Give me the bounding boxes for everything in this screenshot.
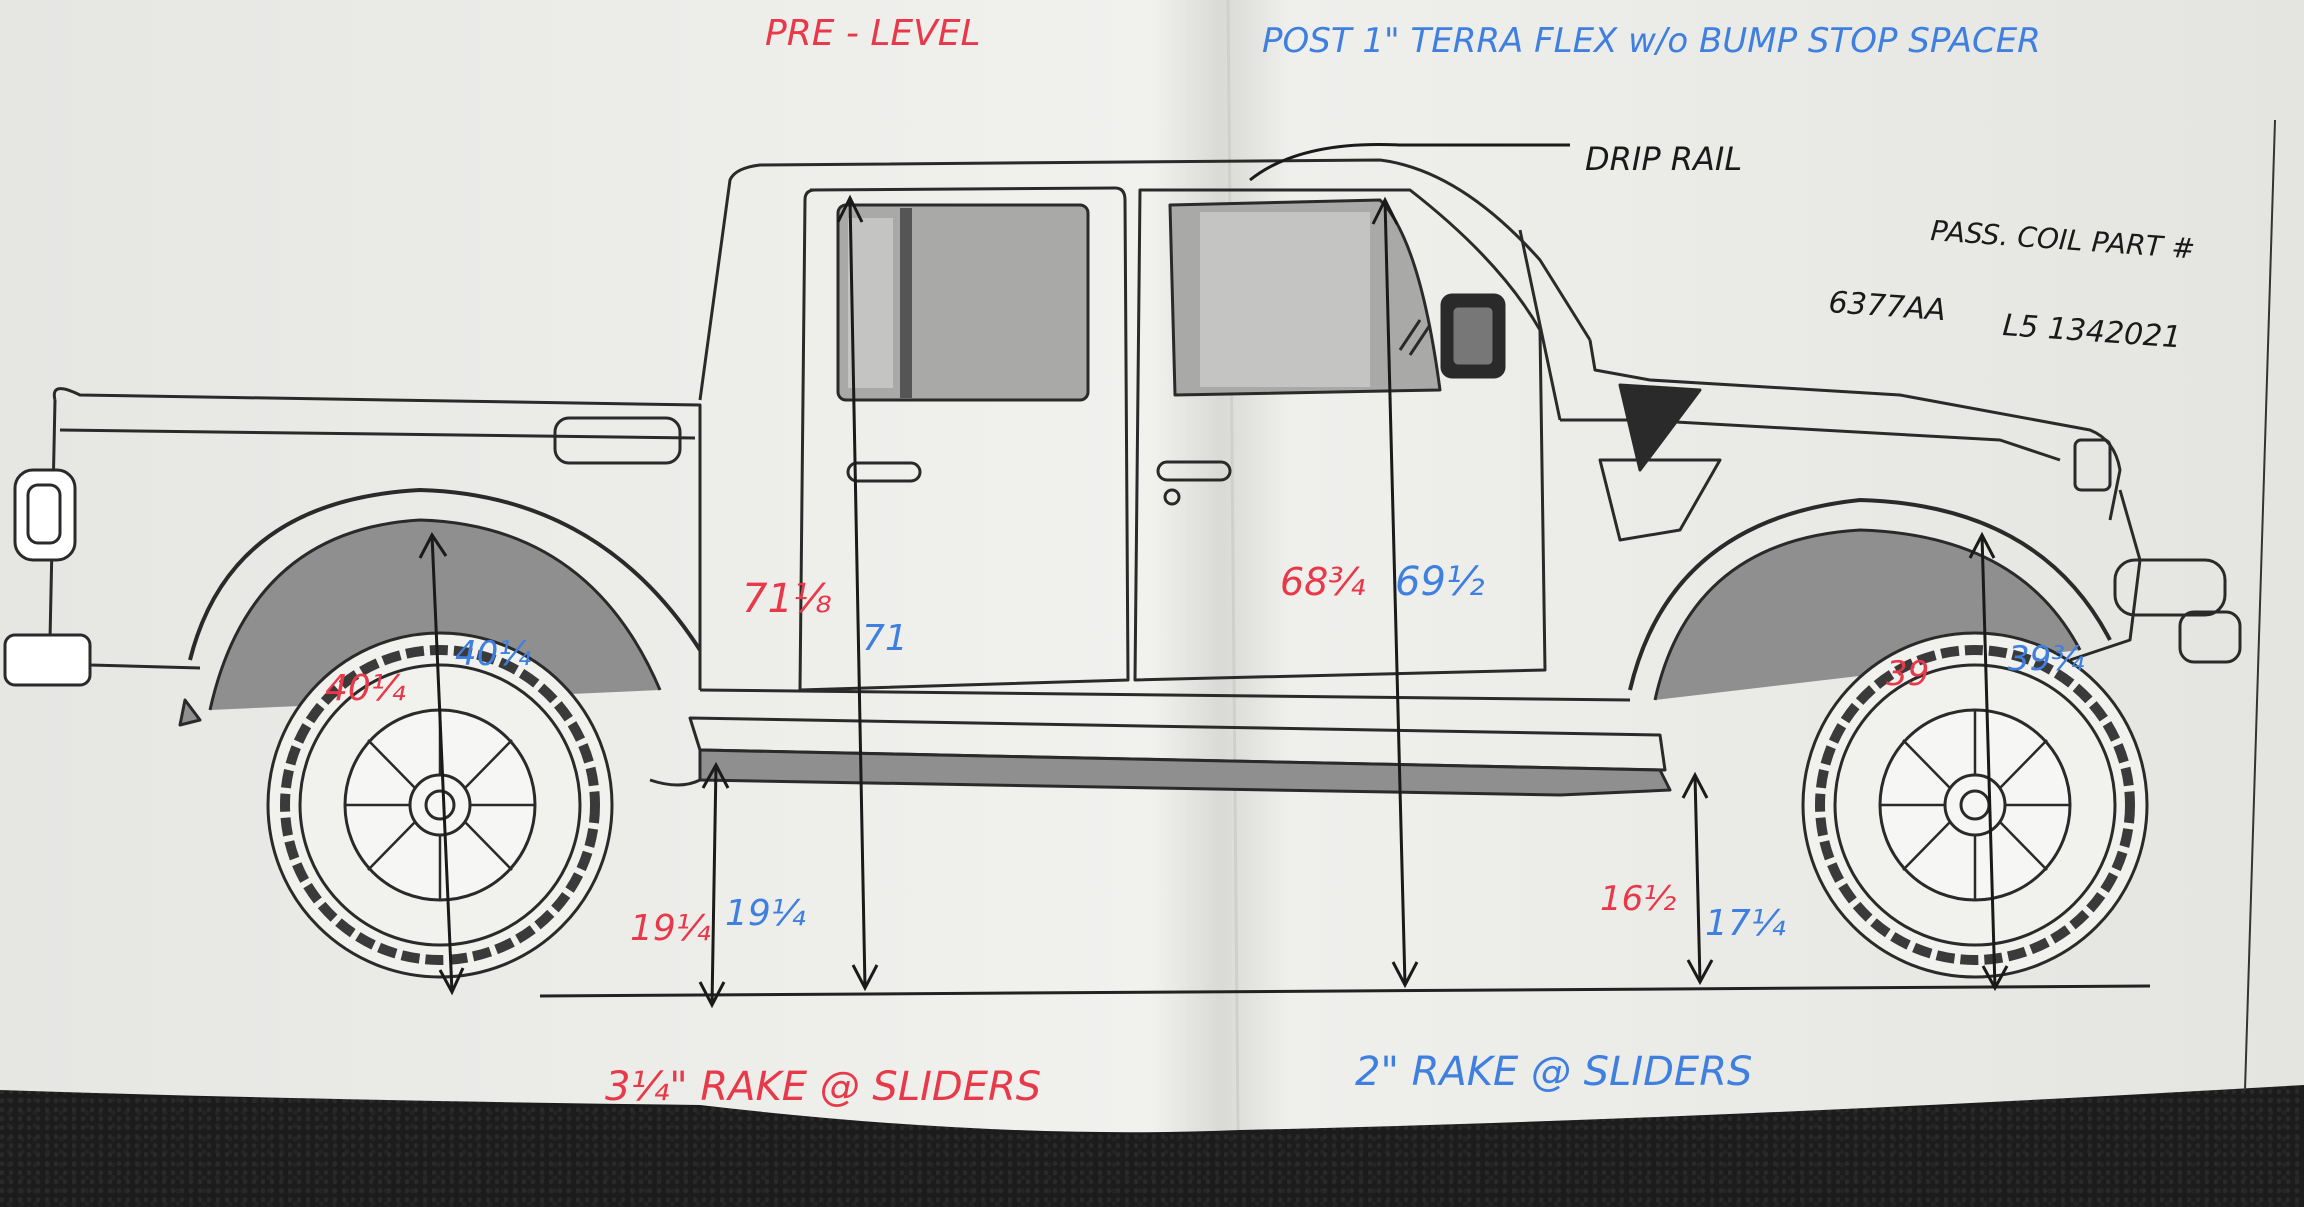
rear-door-post-measurement: 71 (862, 618, 908, 659)
front-wheel (1801, 631, 2149, 979)
rear-wheel-pre-measurement: 40¼ (325, 668, 406, 709)
rear-slider-post-measurement: 19¼ (725, 893, 806, 934)
rear-wheel (266, 631, 614, 979)
rear-slider-pre-measurement: 19¼ (630, 908, 711, 949)
rake-post-note: 2" RAKE @ SLIDERS (1355, 1049, 1752, 1095)
front-door-post-measurement: 69½ (1395, 559, 1485, 605)
drip-rail-label: DRIP RAIL (1585, 140, 1742, 178)
rake-pre-note: 3¼" RAKE @ SLIDERS (605, 1064, 1041, 1110)
paper-fold (1226, 0, 1240, 1131)
coil-part-number-a: 6377AA (1827, 285, 1947, 328)
pre-level-heading: PRE - LEVEL (765, 13, 981, 54)
front-wheel-post-measurement: 39¾ (2008, 639, 2084, 679)
ground-line (539, 984, 2151, 998)
front-door-pre-measurement: 68¾ (1280, 560, 1365, 604)
front-slider-post-measurement: 17¼ (1705, 903, 1786, 944)
paper-border-line (2244, 119, 2276, 1091)
measurement-arrows (418, 142, 2009, 1009)
post-level-heading: POST 1" TERRA FLEX w/o BUMP STOP SPACER (1262, 21, 2041, 61)
front-slider-pre-measurement: 16½ (1600, 879, 1676, 919)
jeep-gladiator-outline (3, 158, 2242, 797)
front-wheel-pre-measurement: 39 (1886, 654, 1929, 694)
rear-door-pre-measurement: 71⅛ (742, 576, 832, 622)
rear-wheel-post-measurement: 40¼ (455, 634, 531, 674)
